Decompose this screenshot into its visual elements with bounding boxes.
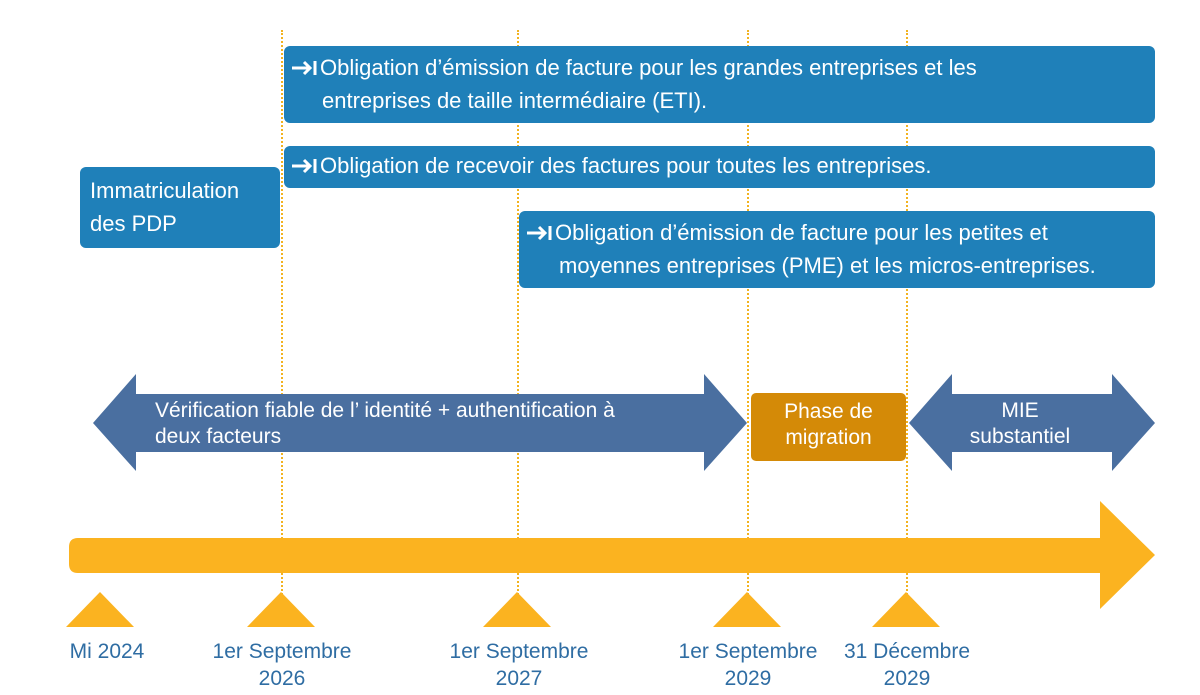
migration-phase-box: Phase de migration [751, 393, 906, 461]
obligation-text: Obligation d’émission de facture pour le… [320, 55, 977, 80]
milestone-date-line: 2026 [258, 667, 306, 690]
milestone-date-line: 2029 [883, 667, 931, 690]
mie-text: substantiel [969, 425, 1071, 448]
verification-text: deux facteurs [155, 425, 282, 448]
obligation-box-emission-pme: Obligation d’émission de facture pour le… [519, 211, 1155, 288]
verification-double-arrow [93, 374, 747, 471]
arrow-right-to-bar-icon [527, 225, 552, 241]
arrow-right-to-bar-icon [292, 60, 317, 76]
timeline-arrow [69, 501, 1155, 609]
milestone-date-sept-2029: 1er Septembre 2029 [664, 638, 832, 692]
mie-label: MIE substantiel [930, 398, 1110, 450]
milestone-date-sept-2027: 1er Septembre 2027 [435, 638, 603, 692]
verification-label: Vérification fiable de l’ identité + aut… [155, 398, 715, 450]
mie-double-arrow [909, 374, 1155, 471]
arrow-right-to-bar-icon [292, 158, 317, 174]
migration-text: migration [785, 426, 872, 449]
obligation-text: Obligation de recevoir des factures pour… [320, 153, 932, 178]
milestone-date-line: 1er Septembre [212, 640, 352, 663]
milestone-triangle [872, 592, 940, 627]
guide-line-sept-2029 [747, 30, 749, 598]
milestone-date-line: 2029 [724, 667, 772, 690]
milestone-date-line: 2027 [495, 667, 543, 690]
milestone-date-line: 31 Décembre [843, 640, 971, 663]
immatriculation-box: Immatriculation des PDP [80, 167, 280, 248]
obligation-text: entreprises de taille intermédiaire (ETI… [322, 88, 708, 113]
mie-text: MIE [1001, 399, 1039, 422]
guide-line-dec-2029 [906, 30, 908, 598]
immatriculation-text: des PDP [90, 211, 177, 236]
milestone-date-mi-2024: Mi 2024 [40, 638, 174, 665]
milestone-triangle [713, 592, 781, 627]
milestone-triangle [483, 592, 551, 627]
verification-text: Vérification fiable de l’ identité + aut… [155, 399, 615, 422]
migration-text: Phase de [784, 400, 873, 423]
milestone-date-sept-2026: 1er Septembre 2026 [198, 638, 366, 692]
milestone-date-line: 1er Septembre [678, 640, 818, 663]
obligation-box-emission-grandes: Obligation d’émission de facture pour le… [284, 46, 1155, 123]
obligation-text: Obligation d’émission de facture pour le… [555, 220, 1048, 245]
obligation-box-recevoir: Obligation de recevoir des factures pour… [284, 146, 1155, 188]
milestone-date-dec-2029: 31 Décembre 2029 [830, 638, 984, 692]
milestone-date-line: 1er Septembre [449, 640, 589, 663]
guide-line-2027 [517, 30, 519, 598]
guide-line-2026 [281, 30, 283, 598]
milestone-date-line: Mi 2024 [69, 640, 145, 663]
immatriculation-text: Immatriculation [90, 178, 240, 203]
obligation-text: moyennes entreprises (PME) et les micros… [559, 253, 1096, 278]
milestone-triangle [247, 592, 315, 627]
milestone-triangle [66, 592, 134, 627]
